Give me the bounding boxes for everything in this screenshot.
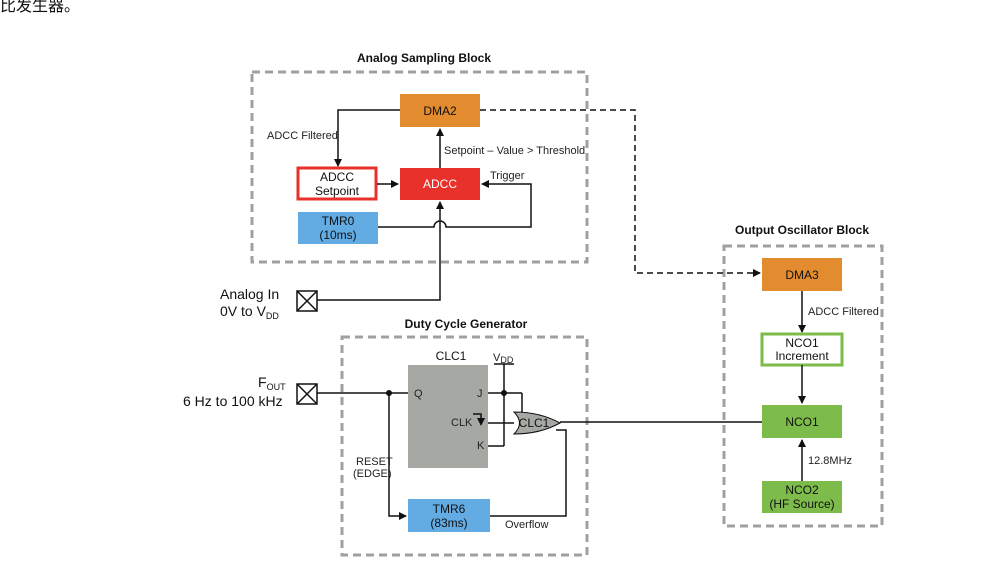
clc1-or-gate [512, 411, 562, 435]
arrow-tmr0-trigger [378, 180, 532, 228]
adcc-filtered-right-label: ADCC Filtered [808, 306, 879, 318]
tmr0-label-2: (10ms) [319, 228, 356, 242]
trigger-label: Trigger [490, 170, 525, 182]
tmr0-label-1: TMR0 [322, 214, 355, 228]
analog-in-range: 0V to VDD [220, 303, 279, 321]
analog-in-label: Analog In [220, 286, 279, 302]
duty-block-title: Duty Cycle Generator [405, 317, 528, 331]
analog-block-border [250, 70, 589, 264]
pin-j-label: J [477, 388, 483, 400]
nco1-increment-label-2: Increment [775, 349, 829, 363]
clc1-gate-label: CLC1 [519, 416, 550, 430]
wire-tmr6-overflow-to-gate [490, 429, 567, 517]
top-text-fragment: 比发生器。 [0, 0, 80, 15]
reset-label-1: RESET [356, 456, 393, 468]
arrow-dma2-to-setpoint [334, 109, 400, 167]
clc1-block [408, 365, 488, 468]
nco1-increment-box [760, 332, 844, 367]
pin-clk-label: CLK [451, 417, 473, 429]
tmr0-box [298, 212, 378, 244]
output-block-border [722, 244, 884, 528]
dma3-label: DMA3 [785, 268, 819, 282]
vdd-junction-j [501, 390, 507, 396]
pin-k-label: K [477, 440, 485, 452]
adcc-setpoint-label-1: ADCC [320, 170, 354, 184]
tmr6-box [408, 499, 490, 532]
nco2-label-1: NCO2 [785, 483, 819, 497]
adcc-setpoint-label-2: Setpoint [315, 184, 360, 198]
clc1-block-label: CLC1 [436, 349, 467, 363]
nco1-label: NCO1 [785, 415, 819, 429]
analog-block-title: Analog Sampling Block [357, 51, 491, 65]
adcc-setpoint-box [296, 166, 378, 201]
dma2-box [400, 94, 480, 127]
tmr6-label-1: TMR6 [433, 502, 466, 516]
nco2-box [762, 481, 842, 513]
dma2-label: DMA2 [423, 104, 457, 118]
fout-label: FOUT [258, 374, 286, 392]
overflow-label: Overflow [505, 519, 548, 531]
fout-pin-cross-b [296, 383, 318, 405]
adcc-label: ADCC [423, 177, 457, 191]
tmr6-label-2: (83ms) [430, 516, 467, 530]
dma3-box [762, 258, 842, 291]
arrow-analog-in-to-adcc [317, 201, 444, 301]
pin-q-label: Q [414, 388, 423, 400]
vdd-label: VDD [493, 352, 514, 365]
setpoint-threshold-label: Setpoint – Value > Threshold [444, 145, 585, 157]
clk-edge-arrow [477, 418, 485, 426]
nco2-label-2: (HF Source) [769, 497, 834, 511]
nco1-increment-label-1: NCO1 [785, 336, 819, 350]
adcc-box [400, 168, 480, 200]
duty-block-border [340, 335, 589, 557]
nco1-box [762, 405, 842, 438]
analog-in-pin-cross-b [296, 290, 318, 312]
freq-label: 12.8MHz [808, 455, 852, 467]
adcc-filtered-left-label: ADCC Filtered [267, 130, 338, 142]
output-block-title: Output Oscillator Block [735, 223, 869, 237]
arrow-dma2-to-dma3 [480, 109, 761, 277]
reset-label-2: (EDGE) [353, 468, 392, 480]
fout-range-label: 6 Hz to 100 kHz [183, 393, 283, 409]
arrow-reset-to-tmr6 [388, 393, 407, 520]
